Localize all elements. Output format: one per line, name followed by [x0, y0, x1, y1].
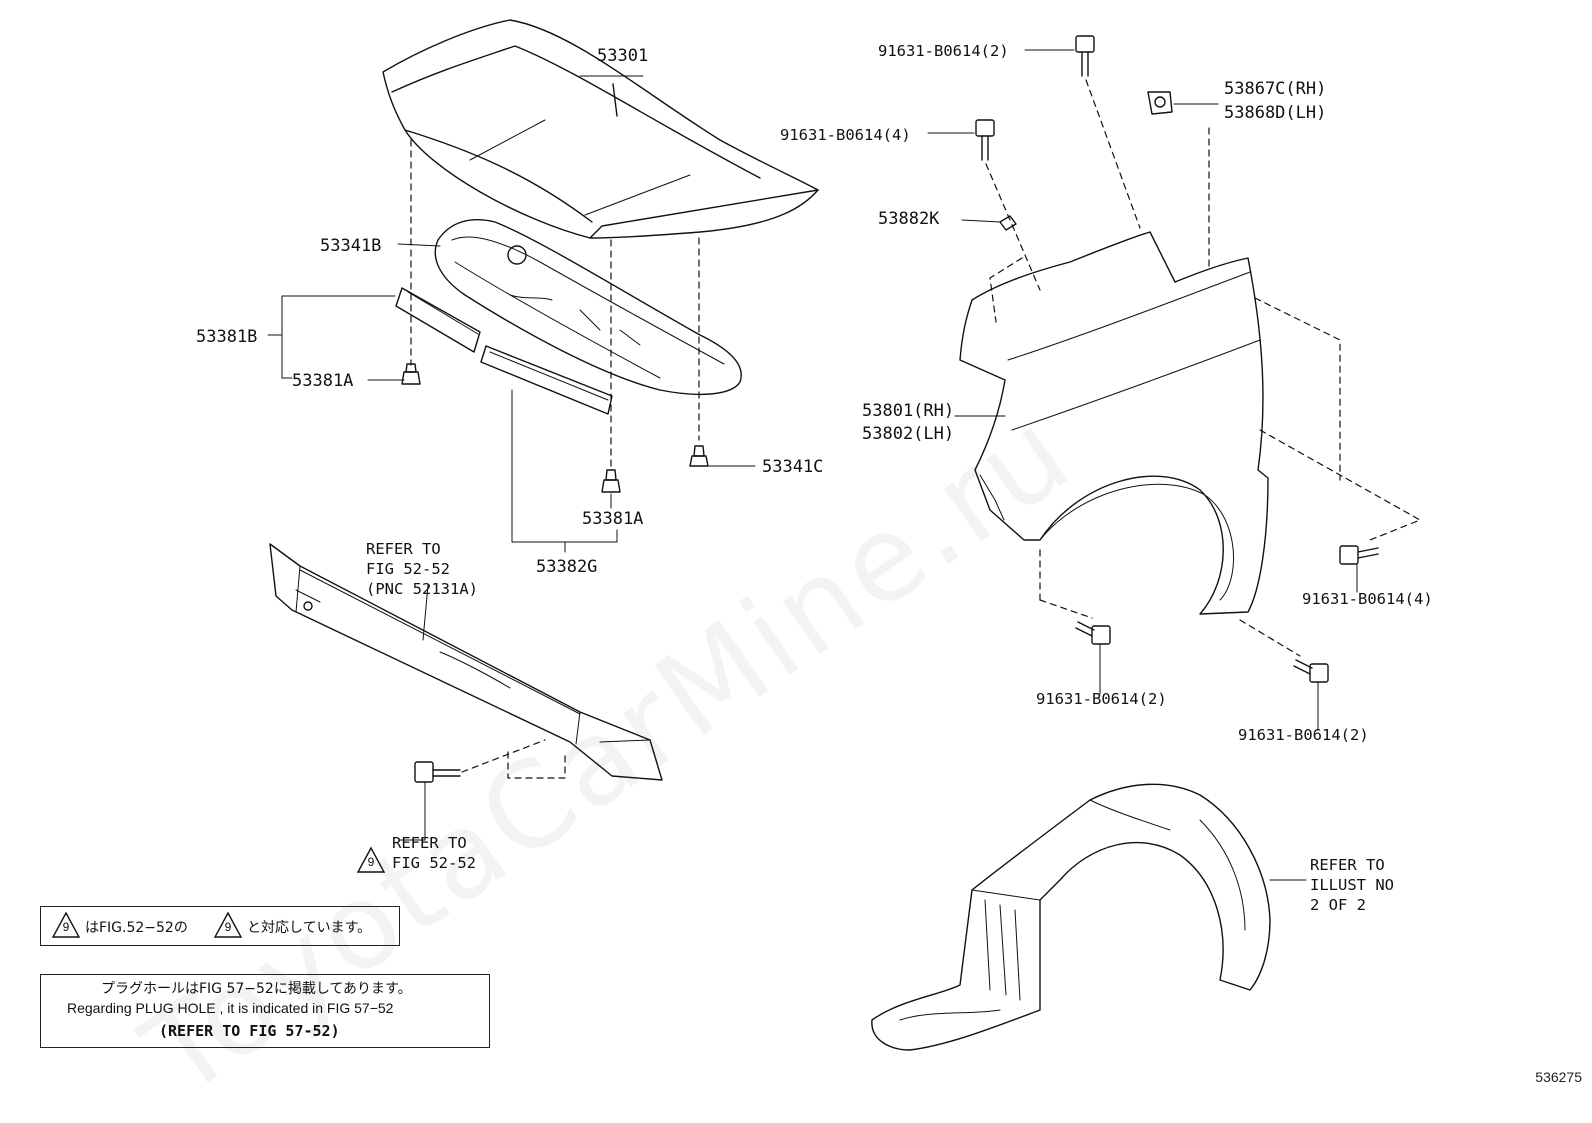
hood-seal-strip	[395, 287, 481, 353]
bumper-reinforcement	[269, 543, 663, 781]
fender-liner	[871, 783, 1271, 1051]
hood-part	[382, 19, 819, 239]
triangle-mark-number: 9	[367, 855, 375, 869]
bolt-bottom-right	[1293, 659, 1329, 683]
note-box-plug-hole: プラグホールはFIG 57−52に掲載してあります。 Regarding PLU…	[40, 974, 490, 1048]
bolt-upper	[975, 119, 995, 161]
bumper-bolt	[414, 761, 461, 783]
label-clip-insulator: 53341C	[762, 457, 824, 477]
label-clip-right: 53381A	[582, 509, 644, 529]
triangle-mark-bolt: 9	[356, 846, 386, 874]
note2-line3: (REFER TO FIG 57-52)	[159, 1022, 340, 1040]
refer-liner-line2: ILLUST NO	[1310, 876, 1394, 894]
bolt-bottom-left	[1075, 621, 1111, 645]
label-clip-fender-lh: 53868D(LH)	[1224, 103, 1327, 123]
clip-53381a-right	[601, 469, 621, 493]
note1-part-b: と対応しています。	[247, 920, 372, 936]
label-seal-front: 53382G	[536, 557, 598, 577]
label-seal-group: 53381B	[196, 327, 258, 347]
label-bolt-upper: 91631-B0614(4)	[780, 126, 911, 144]
figure-reference-number: 536275	[1535, 1069, 1582, 1085]
triangle-mark-note-b: 9	[213, 911, 243, 939]
front-fender	[959, 231, 1269, 615]
bolt-right	[1339, 545, 1379, 565]
label-hood: 53301	[597, 46, 649, 66]
triangle-mark-number: 9	[62, 920, 70, 934]
clip-fender	[1147, 91, 1173, 115]
parts-diagram: ToyotaCarMine.ru	[40, 19, 1582, 1123]
refer-liner-line3: 2 OF 2	[1310, 896, 1366, 914]
clip-53381a-left	[401, 363, 421, 385]
note2-line1: プラグホールはFIG 57−52に掲載してあります。	[101, 981, 412, 997]
label-fender-lh: 53802(LH)	[862, 424, 955, 444]
note-box-triangle: 9 はFIG.52−52の 9 と対応しています。	[40, 906, 400, 946]
label-bolt-bottom-left: 91631-B0614(2)	[1036, 690, 1167, 708]
label-clip-fender-rh: 53867C(RH)	[1224, 79, 1327, 99]
clip-53341c	[689, 445, 709, 467]
refer-bumper-line1: REFER TO	[366, 540, 441, 558]
triangle-mark-note-a: 9	[51, 911, 81, 939]
label-fender-rh: 53801(RH)	[862, 401, 955, 421]
label-clip-left: 53381A	[292, 371, 354, 391]
label-bolt-right: 91631-B0614(4)	[1302, 590, 1433, 608]
label-bolt-top: 91631-B0614(2)	[878, 42, 1009, 60]
refer-bumper-line2: FIG 52-52	[366, 560, 450, 578]
refer-bolt-line2: FIG 52-52	[392, 854, 476, 872]
refer-bumper-line3: (PNC 52131A)	[366, 580, 478, 598]
refer-bolt-line1: REFER TO	[392, 834, 467, 852]
hood-insulator-part	[434, 219, 742, 396]
note1-part-a: はFIG.52−52の	[85, 920, 188, 936]
label-bolt-bottom-right: 91631-B0614(2)	[1238, 726, 1369, 744]
triangle-mark-number: 9	[224, 920, 232, 934]
diagram-drawing	[267, 19, 1421, 1051]
label-bracket: 53882K	[878, 209, 940, 229]
bracket-53882k	[999, 215, 1017, 231]
label-hood-insulator: 53341B	[320, 236, 382, 256]
note2-line2: Regarding PLUG HOLE , it is indicated in…	[67, 1000, 394, 1016]
refer-liner-line1: REFER TO	[1310, 856, 1385, 874]
hood-seal-front	[480, 345, 613, 415]
bolt-top	[1075, 35, 1095, 77]
